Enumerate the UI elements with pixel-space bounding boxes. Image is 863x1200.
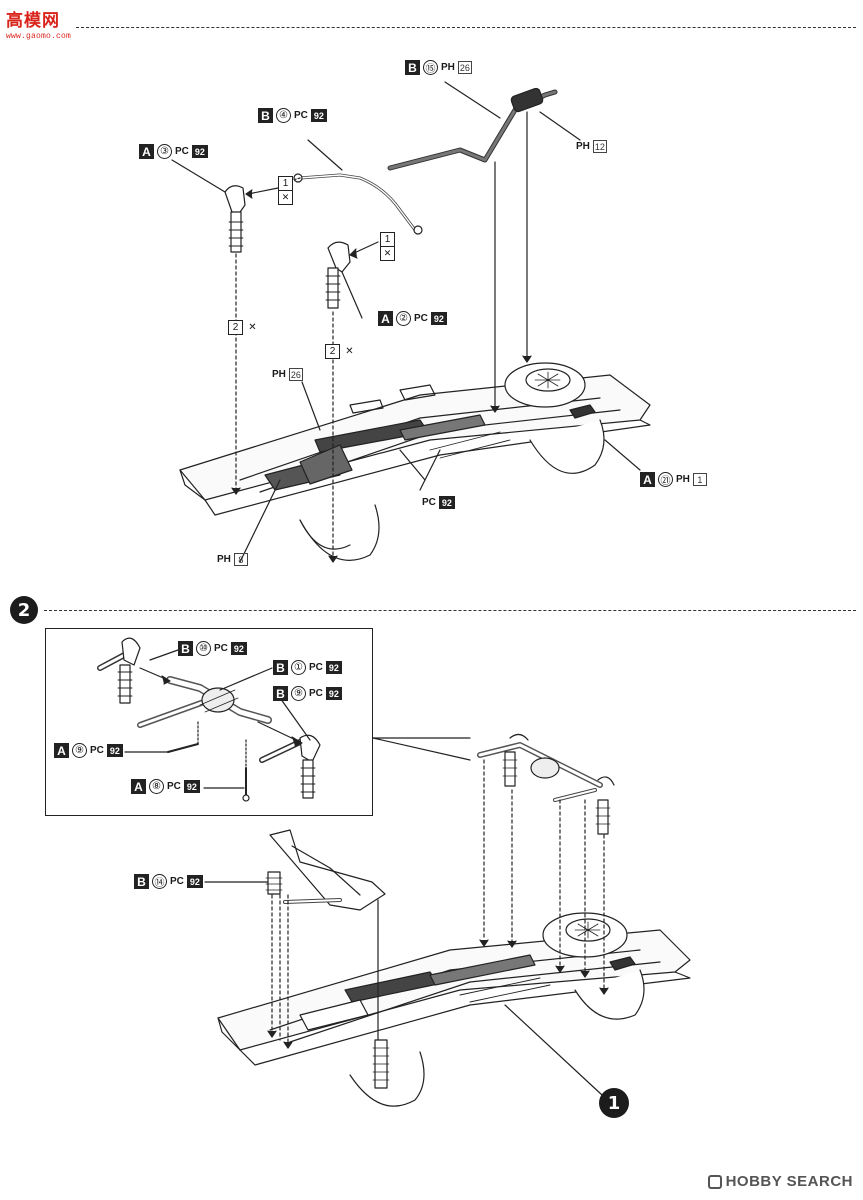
sprue-letter: B [405, 60, 420, 75]
sprue-letter: B [134, 874, 149, 889]
paint-prefix: PC [414, 313, 428, 324]
paint-prefix: PH [676, 474, 690, 485]
substep-number: 2 [325, 344, 340, 359]
paint-ref: 12 [592, 140, 607, 153]
knuckle-part-a2 [325, 241, 351, 309]
sprue-letter: A [378, 311, 393, 326]
paint-prefix: PC [309, 662, 323, 673]
paint-ref: 92 [438, 496, 455, 509]
ref-ph26: PH 26 [272, 368, 303, 381]
substep-number: 1 [278, 176, 293, 191]
callout-b9: B ⑨ PC 92 [273, 686, 342, 701]
watermark-text: HOBBY SEARCH [725, 1173, 853, 1190]
paint-ref: 92 [183, 780, 200, 793]
paint-prefix: PH [576, 141, 590, 152]
paint-ref: 92 [310, 109, 327, 122]
part-number: ⑨ [72, 743, 87, 758]
axle-detail-inset [45, 628, 373, 816]
no-glue-icon: ✕ [278, 191, 293, 205]
paint-prefix: PC [309, 688, 323, 699]
paint-prefix: PC [175, 146, 189, 157]
part-number: ⑨ [291, 686, 306, 701]
ref-ph12: PH 12 [576, 140, 607, 153]
paint-ref: 8 [233, 553, 248, 566]
callout-b14: B ⑭ PC 92 [134, 874, 203, 889]
hobby-search-logo-icon [707, 1174, 722, 1189]
part-number: ⑧ [149, 779, 164, 794]
step-2-badge: 2 [10, 596, 38, 624]
paint-ref: 26 [288, 368, 303, 381]
site-logo: 高模网 www.gaomo.com [6, 6, 72, 42]
paint-ref: 92 [191, 145, 208, 158]
paint-ref: 92 [325, 687, 342, 700]
paint-prefix: PH [272, 369, 286, 380]
substep-marker: 1 ✕ [380, 232, 395, 261]
sprue-letter: A [54, 743, 69, 758]
no-glue-icon: ✕ [380, 247, 395, 261]
part-number: ③ [157, 144, 172, 159]
paint-ref: 92 [430, 312, 447, 325]
sprue-letter: B [178, 641, 193, 656]
part-number: ① [291, 660, 306, 675]
sprue-letter: A [640, 472, 655, 487]
part-number: ② [396, 311, 411, 326]
sprue-letter: B [258, 108, 273, 123]
exhaust-pipe-part [387, 87, 558, 171]
part-number: ⑩ [196, 641, 211, 656]
paint-prefix: PH [217, 554, 231, 565]
chassis-step2 [217, 733, 691, 1107]
paint-prefix: PC [422, 497, 436, 508]
tie-rod-part [293, 173, 423, 235]
sprue-letter: A [139, 144, 154, 159]
step-1-reference-badge: 1 [599, 1088, 629, 1118]
glue-icon: ✕ [246, 321, 259, 334]
paint-ref: 92 [230, 642, 247, 655]
callout-b10: B ⑩ PC 92 [178, 641, 247, 656]
step-2-divider [44, 610, 856, 611]
paint-prefix: PC [170, 876, 184, 887]
ref-ph8: PH 8 [217, 553, 248, 566]
top-divider [76, 27, 856, 28]
callout-a21: A ㉑ PH 1 [640, 472, 707, 487]
paint-prefix: PC [167, 781, 181, 792]
paint-ref: 92 [325, 661, 342, 674]
substep-number: 2 [228, 320, 243, 335]
sprue-letter: B [273, 686, 288, 701]
sprue-letter: A [131, 779, 146, 794]
substep-marker: 2 ✕ [228, 320, 259, 335]
paint-ref: 92 [106, 744, 123, 757]
substep-number: 1 [380, 232, 395, 247]
glue-icon: ✕ [343, 345, 356, 358]
chassis-step1 [179, 362, 651, 561]
callout-a8: A ⑧ PC 92 [131, 779, 200, 794]
paint-ref: 92 [186, 875, 203, 888]
paint-ref: 1 [692, 473, 707, 486]
paint-prefix: PC [214, 643, 228, 654]
hobby-search-watermark: HOBBY SEARCH [707, 1173, 853, 1190]
part-number: ⑮ [423, 60, 438, 75]
callout-a3: A ③ PC 92 [139, 144, 208, 159]
paint-prefix: PC [294, 110, 308, 121]
paint-prefix: PC [90, 745, 104, 756]
callout-b15: B ⑮ PH 26 [405, 60, 472, 75]
paint-prefix: PH [441, 62, 455, 73]
callout-b1: B ① PC 92 [273, 660, 342, 675]
site-logo-name: 高模网 [6, 11, 60, 31]
callout-b4: B ④ PC 92 [258, 108, 327, 123]
callout-a9: A ⑨ PC 92 [54, 743, 123, 758]
sprue-letter: B [273, 660, 288, 675]
callout-a2: A ② PC 92 [378, 311, 447, 326]
ref-pc92: PC 92 [422, 496, 455, 509]
paint-ref: 26 [457, 61, 472, 74]
axle-exploded-inset [97, 637, 321, 802]
substep-marker: 2 ✕ [325, 344, 356, 359]
part-number: ④ [276, 108, 291, 123]
part-number: ㉑ [658, 472, 673, 487]
knuckle-part-a3 [224, 185, 246, 253]
substep-marker: 1 ✕ [278, 176, 293, 205]
part-number: ⑭ [152, 874, 167, 889]
site-logo-url: www.gaomo.com [6, 32, 72, 41]
